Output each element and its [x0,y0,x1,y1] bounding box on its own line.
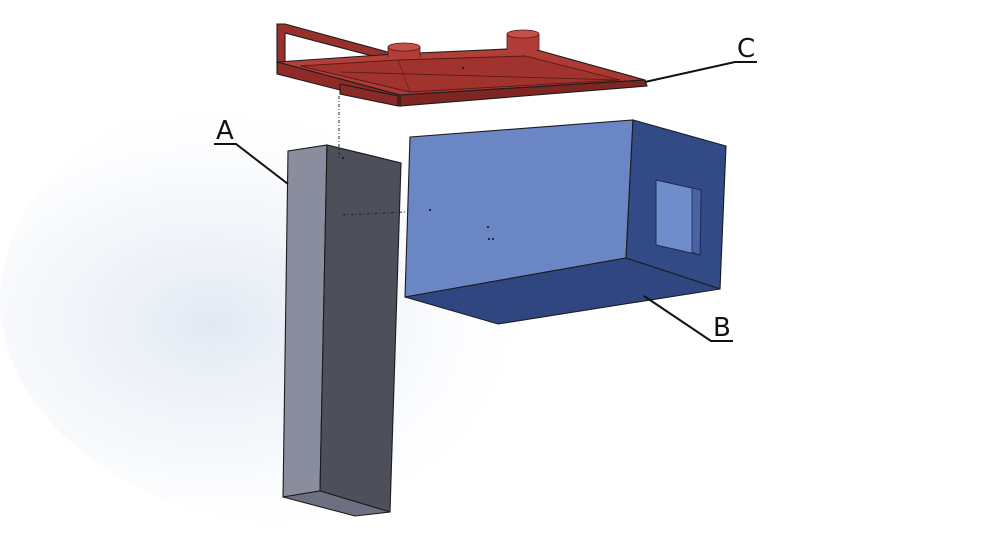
callout-b: B [643,295,733,343]
callout-a: A [214,116,289,185]
part-c-boss-left [387,42,421,57]
mate-line-a-to-b [342,211,406,216]
part-c-standoff [339,83,399,107]
label-b: B [713,313,731,343]
part-a [282,144,402,517]
part-c-inner-recess [299,55,621,93]
part-c-boss-right [506,29,540,50]
part-b [404,119,727,325]
part-a-side-face [319,144,402,513]
part-b-window-inner [691,187,702,256]
label-c: C [737,34,755,64]
part-c-right-lip [399,79,648,107]
part-b-bottom-face [404,257,721,325]
part-a-bottom-face [282,490,391,517]
part-c [276,23,648,107]
label-a: A [216,116,234,146]
callout-c: C [644,34,757,83]
